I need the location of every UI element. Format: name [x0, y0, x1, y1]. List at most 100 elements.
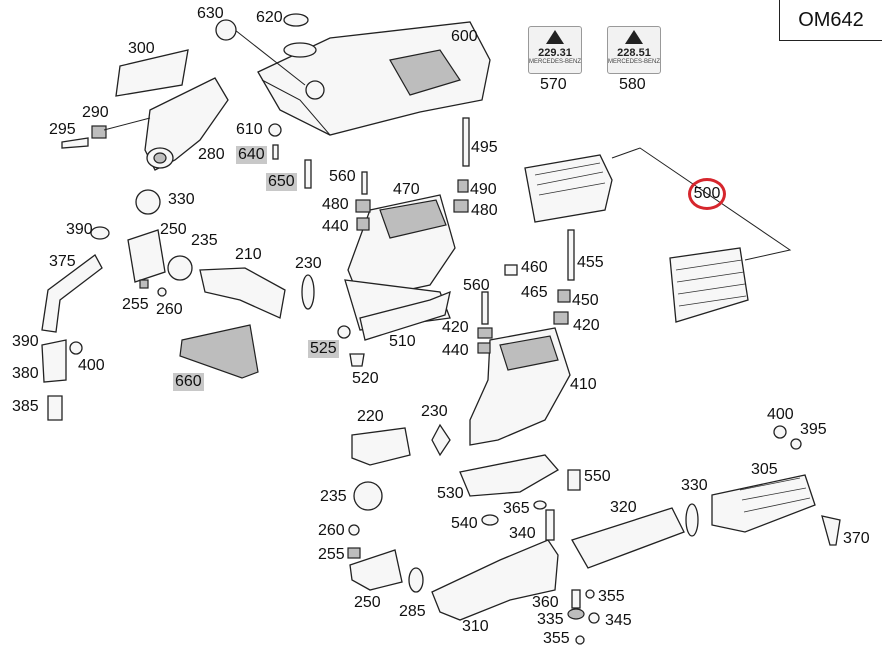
part-label-640[interactable]: 640 — [236, 146, 267, 164]
part-label-330-lower[interactable]: 330 — [681, 477, 708, 494]
mount-420a-drawing — [477, 327, 493, 339]
part-label-390-upper[interactable]: 390 — [66, 221, 93, 238]
part-label-560-upper[interactable]: 560 — [329, 168, 356, 185]
part-label-520[interactable]: 520 — [352, 370, 379, 387]
part-label-250-lower[interactable]: 250 — [354, 594, 381, 611]
part-label-630[interactable]: 630 — [197, 5, 224, 22]
part-label-660[interactable]: 660 — [173, 373, 204, 391]
part-label-470[interactable]: 470 — [393, 181, 420, 198]
part-label-465[interactable]: 465 — [521, 284, 548, 301]
part-label-495[interactable]: 495 — [471, 139, 498, 156]
part-label-490[interactable]: 490 — [470, 181, 497, 198]
part-label-260-upper[interactable]: 260 — [156, 301, 183, 318]
part-label-360[interactable]: 360 — [532, 594, 559, 611]
mount-420b-drawing — [553, 311, 569, 325]
part-label-235-upper[interactable]: 235 — [191, 232, 218, 249]
part-label-295[interactable]: 295 — [49, 121, 76, 138]
part-label-440-lower[interactable]: 440 — [442, 342, 469, 359]
part-label-330-upper[interactable]: 330 — [168, 191, 195, 208]
clip-290-drawing — [91, 125, 107, 139]
ring-235b-drawing — [353, 481, 383, 511]
part-label-355-right[interactable]: 355 — [598, 588, 625, 605]
nut-400a-drawing — [69, 341, 83, 355]
part-label-365[interactable]: 365 — [503, 500, 530, 517]
part-label-530[interactable]: 530 — [437, 485, 464, 502]
washer-395-drawing — [790, 438, 802, 450]
part-label-480-left[interactable]: 480 — [322, 196, 349, 213]
duct-220-drawing — [351, 427, 411, 466]
part-label-230-upper[interactable]: 230 — [295, 255, 322, 272]
filter-element-lower-drawing — [669, 247, 749, 323]
part-label-320[interactable]: 320 — [610, 499, 637, 516]
part-label-420-left[interactable]: 420 — [442, 319, 469, 336]
part-label-570[interactable]: 570 — [540, 76, 567, 93]
part-label-540[interactable]: 540 — [451, 515, 478, 532]
part-label-300[interactable]: 300 — [128, 40, 155, 57]
screw-260b-drawing — [348, 524, 360, 536]
part-label-285[interactable]: 285 — [399, 603, 426, 620]
bolt-650-drawing — [304, 159, 312, 189]
part-label-580[interactable]: 580 — [619, 76, 646, 93]
part-label-210[interactable]: 210 — [235, 246, 262, 263]
spacer-450-drawing — [557, 289, 571, 303]
part-label-650[interactable]: 650 — [266, 173, 297, 191]
grommet-400b-drawing — [773, 425, 787, 439]
tube-320-drawing — [571, 507, 685, 569]
bolt-560b-drawing — [481, 291, 489, 325]
part-label-385[interactable]: 385 — [12, 398, 39, 415]
part-label-340[interactable]: 340 — [509, 525, 536, 542]
part-label-440-upper[interactable]: 440 — [322, 218, 349, 235]
part-label-260-lower[interactable]: 260 — [318, 522, 345, 539]
part-label-355-bottom[interactable]: 355 — [543, 630, 570, 647]
part-label-250-upper[interactable]: 250 — [160, 221, 187, 238]
nut-255b-drawing — [347, 547, 361, 559]
part-label-255-upper[interactable]: 255 — [122, 296, 149, 313]
part-label-345[interactable]: 345 — [605, 612, 632, 629]
service-sticker-570: 229.31 MERCEDES-BENZ — [528, 26, 582, 74]
part-label-395[interactable]: 395 — [800, 421, 827, 438]
part-label-370[interactable]: 370 — [843, 530, 870, 547]
part-label-235-lower[interactable]: 235 — [320, 488, 347, 505]
part-label-280[interactable]: 280 — [198, 146, 225, 163]
part-label-610[interactable]: 610 — [236, 121, 263, 138]
part-label-255-lower[interactable]: 255 — [318, 546, 345, 563]
part-label-460[interactable]: 460 — [521, 259, 548, 276]
sticker-value: 228.51 — [617, 47, 651, 59]
part-label-410[interactable]: 410 — [570, 376, 597, 393]
pin-340-drawing — [545, 509, 555, 541]
part-label-375[interactable]: 375 — [49, 253, 76, 270]
sticker-brand: MERCEDES-BENZ — [608, 59, 661, 65]
part-label-620[interactable]: 620 — [256, 9, 283, 26]
part-label-400-left[interactable]: 400 — [78, 357, 105, 374]
part-label-560-lower[interactable]: 560 — [463, 277, 490, 294]
part-label-550[interactable]: 550 — [584, 468, 611, 485]
bolt-360-drawing — [571, 589, 581, 609]
filter-element-upper-drawing — [524, 154, 613, 223]
mount-440a-drawing — [356, 217, 370, 231]
part-label-310[interactable]: 310 — [462, 618, 489, 635]
part-label-600[interactable]: 600 — [451, 28, 478, 45]
part-label-305[interactable]: 305 — [751, 461, 778, 478]
screw-260a-drawing — [157, 287, 167, 297]
part-label-525[interactable]: 525 — [308, 340, 339, 358]
part-label-290[interactable]: 290 — [82, 104, 109, 121]
part-label-455[interactable]: 455 — [577, 254, 604, 271]
nut-610-drawing — [268, 123, 282, 137]
cap-drawing — [283, 13, 309, 27]
part-label-335[interactable]: 335 — [537, 611, 564, 628]
filter-housing-410-drawing — [469, 327, 571, 446]
part-label-380[interactable]: 380 — [12, 365, 39, 382]
ring-235a-drawing — [167, 255, 193, 281]
part-label-230-lower[interactable]: 230 — [421, 403, 448, 420]
part-label-510[interactable]: 510 — [389, 333, 416, 350]
part-label-420-right[interactable]: 420 — [573, 317, 600, 334]
part-label-390-lower[interactable]: 390 — [12, 333, 39, 350]
part-label-480-right[interactable]: 480 — [471, 202, 498, 219]
duct-210-drawing — [199, 267, 286, 319]
part-label-220[interactable]: 220 — [357, 408, 384, 425]
bolt-640-drawing — [272, 144, 279, 160]
part-label-400-right[interactable]: 400 — [767, 406, 794, 423]
part-label-450[interactable]: 450 — [572, 292, 599, 309]
screw-345-drawing — [588, 612, 600, 624]
part-label-500-highlighted[interactable]: 500 — [688, 178, 726, 210]
